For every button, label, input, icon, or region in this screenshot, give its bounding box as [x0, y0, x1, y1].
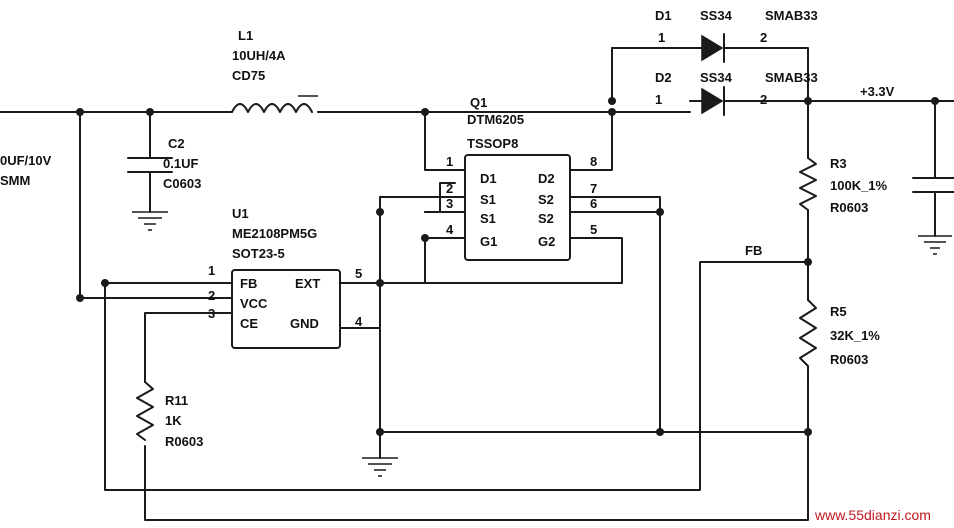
q1-package: TSSOP8: [467, 136, 518, 151]
q1-part: DTM6205: [467, 112, 524, 127]
d1-part: SS34: [700, 8, 733, 23]
diode-d2: D2 SS34 SMAB33 1 2: [655, 70, 818, 116]
u1-pin-ce: CE: [240, 316, 258, 331]
u1-pin-num-2: 2: [208, 288, 215, 303]
q1-pin-s1b: S1: [480, 211, 496, 226]
l1-value: 10UH/4A: [232, 48, 286, 63]
q1-ref: Q1: [470, 95, 487, 110]
q1-pin-s1a: S1: [480, 192, 496, 207]
q1-pin-d2: D2: [538, 171, 555, 186]
r3-package: R0603: [830, 200, 868, 215]
q1-pin-num-6: 6: [590, 196, 597, 211]
u1-pin-gnd: GND: [290, 316, 319, 331]
u1-package: SOT23-5: [232, 246, 285, 261]
mosfet-q1: Q1 DTM6205 TSSOP8 D1 S1 S1 G1 D2 S2 S2 G…: [446, 95, 598, 261]
u1-part: ME2108PM5G: [232, 226, 317, 241]
resistor-r3: R3 100K_1% R0603: [799, 156, 888, 219]
d2-part: SS34: [700, 70, 733, 85]
q1-pin-num-5: 5: [590, 222, 597, 237]
q1-pin-d1: D1: [480, 171, 497, 186]
u1-pin-num-3: 3: [208, 306, 215, 321]
r11-value: 1K: [165, 413, 182, 428]
c2-value: 0.1UF: [163, 156, 198, 171]
q1-pin-num-3: 3: [446, 196, 453, 211]
q1-pin-num-4: 4: [446, 222, 454, 237]
diode-d1: D1 SS34 SMAB33 1 2: [655, 8, 818, 63]
r5-ref: R5: [830, 304, 847, 319]
q1-pin-num-8: 8: [590, 154, 597, 169]
q1-pin-num-7: 7: [590, 181, 597, 196]
input-capacitor-label: 0UF/10V SMM: [0, 153, 52, 188]
capacitor-output: [912, 177, 954, 193]
u1-pin-vcc: VCC: [240, 296, 268, 311]
u1-pin-num-1: 1: [208, 263, 215, 278]
u1-pin-num-4: 4: [355, 314, 363, 329]
inductor-l1: L1 10UH/4A CD75: [231, 28, 318, 113]
u1-pin-fb: FB: [240, 276, 257, 291]
d2-ref: D2: [655, 70, 672, 85]
resistor-r5: R5 32K_1% R0603: [799, 299, 880, 381]
ground-symbol-main: [362, 457, 398, 477]
output-net-label: +3.3V: [860, 84, 895, 99]
c2-package: C0603: [163, 176, 201, 191]
d1-pin1: 1: [658, 30, 665, 45]
capacitor-c2: C2 0.1UF C0603: [127, 136, 201, 191]
fb-net-label: FB: [745, 243, 762, 258]
cin-value: 0UF/10V: [0, 153, 52, 168]
ground-symbol-c2: [132, 211, 168, 231]
r11-package: R0603: [165, 434, 203, 449]
c2-ref: C2: [168, 136, 185, 151]
r5-value: 32K_1%: [830, 328, 880, 343]
d1-ref: D1: [655, 8, 672, 23]
q1-pin-g2: G2: [538, 234, 555, 249]
junction-dots: [76, 97, 939, 436]
d2-pin1: 1: [655, 92, 662, 107]
resistor-r11: R11 1K R0603: [136, 381, 203, 449]
ic-u1: U1 ME2108PM5G SOT23-5 FB VCC CE EXT GND …: [208, 206, 363, 349]
q1-pin-s2b: S2: [538, 211, 554, 226]
d1-pin2: 2: [760, 30, 767, 45]
watermark-text: www.55dianzi.com: [814, 507, 931, 523]
d2-pin2: 2: [760, 92, 767, 107]
l1-package: CD75: [232, 68, 265, 83]
r11-ref: R11: [165, 393, 188, 408]
r3-value: 100K_1%: [830, 178, 888, 193]
cin-package: SMM: [0, 173, 30, 188]
r5-package: R0603: [830, 352, 868, 367]
r3-ref: R3: [830, 156, 847, 171]
u1-pin-num-5: 5: [355, 266, 362, 281]
q1-pin-s2a: S2: [538, 192, 554, 207]
d1-package: SMAB33: [765, 8, 818, 23]
d2-package: SMAB33: [765, 70, 818, 85]
l1-ref: L1: [238, 28, 253, 43]
q1-pin-num-1: 1: [446, 154, 453, 169]
u1-pin-ext: EXT: [295, 276, 320, 291]
q1-pin-num-2: 2: [446, 181, 453, 196]
ground-symbol-output: [918, 235, 952, 255]
q1-pin-g1: G1: [480, 234, 497, 249]
u1-ref: U1: [232, 206, 249, 221]
